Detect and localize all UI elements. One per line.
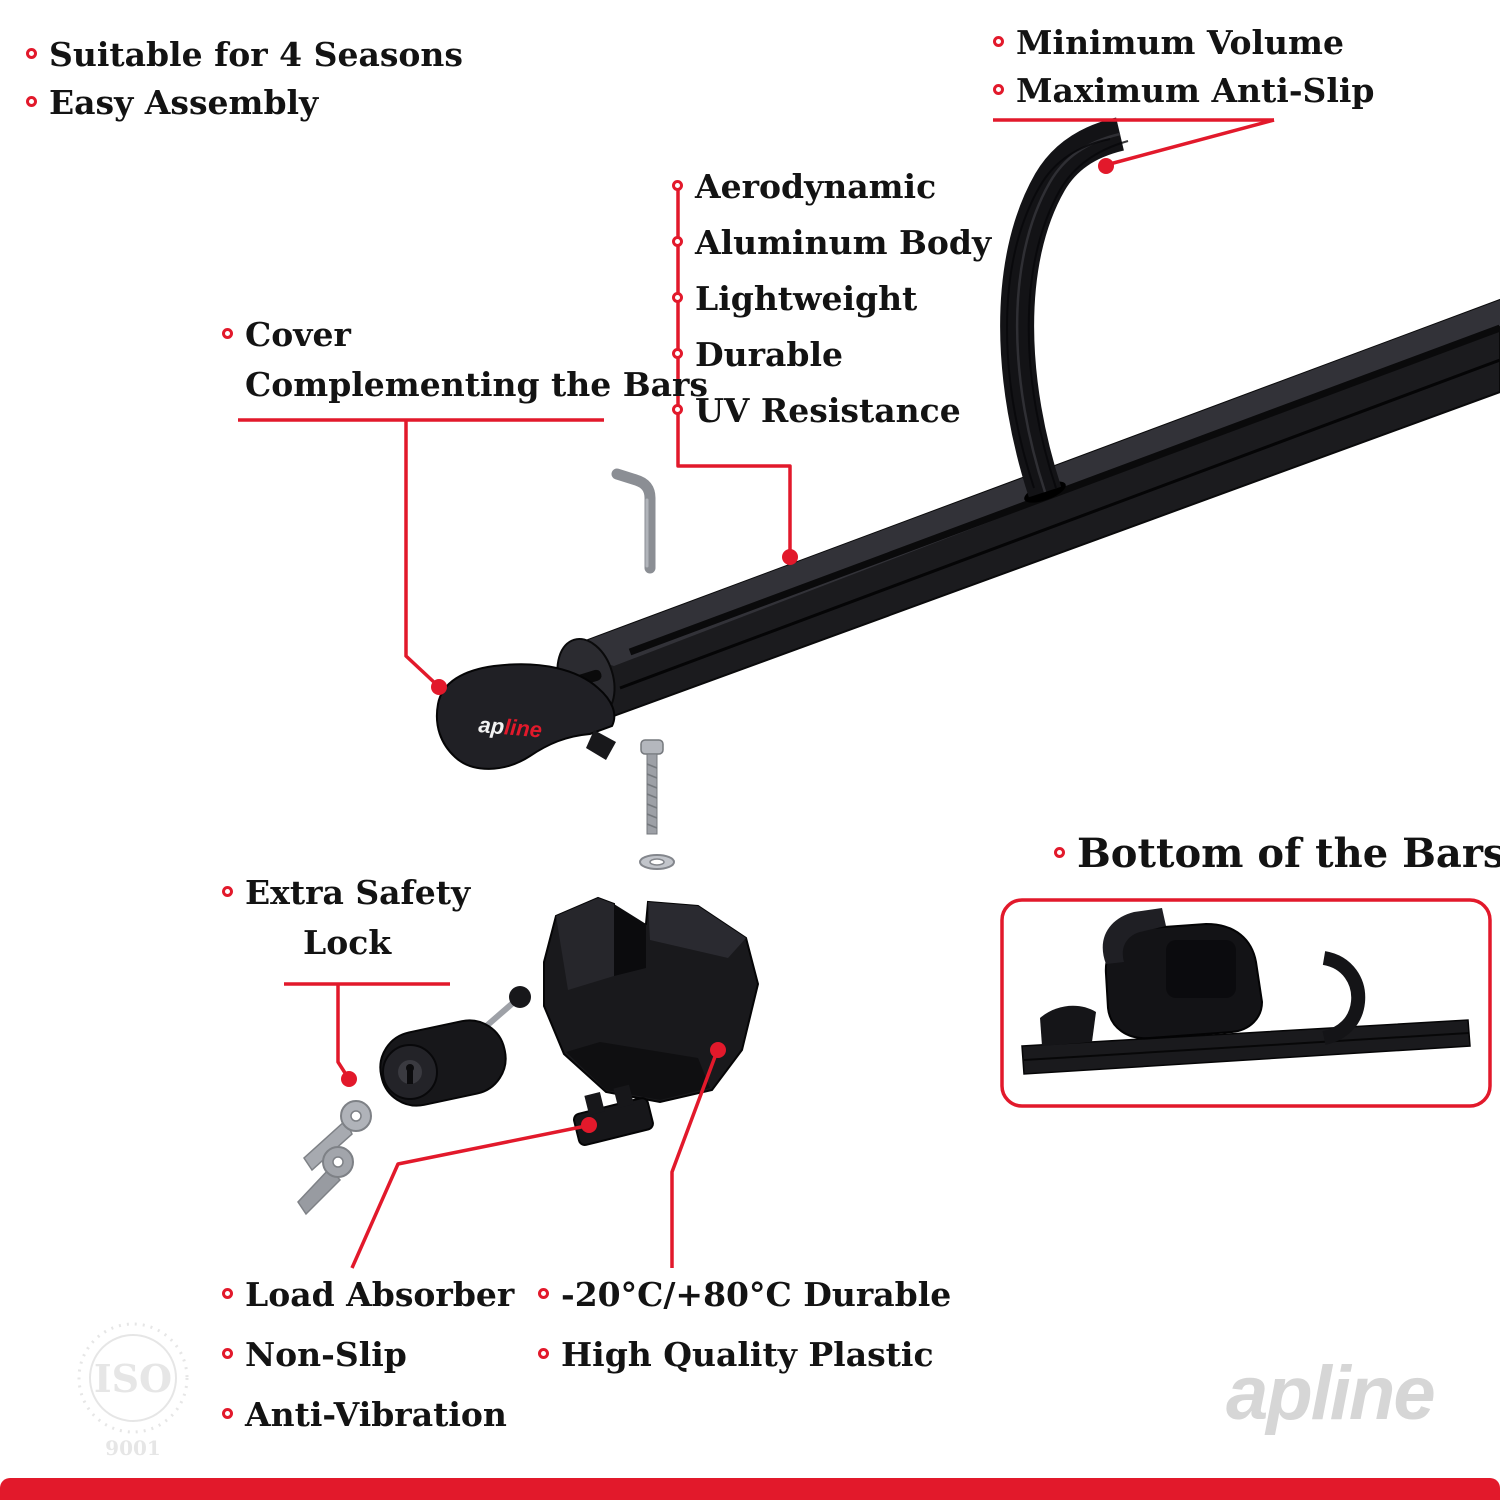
dot-load-absorber	[581, 1117, 597, 1133]
safety-lock	[379, 986, 531, 1107]
iso-badge-text: ISO	[94, 1356, 172, 1401]
bottom-view-frame	[1000, 898, 1492, 1108]
bottom-view-art	[1021, 908, 1471, 1075]
iso-badge-number: 9001	[105, 1436, 161, 1460]
dot-bar	[782, 549, 798, 565]
cover-cap: apline	[436, 663, 616, 770]
brand-logo-on-cover: apline	[478, 712, 544, 742]
callout-lines	[238, 118, 1275, 1269]
foot-clamp	[543, 896, 760, 1104]
mounting-bolt	[640, 739, 664, 835]
dot-anti-slip	[1098, 158, 1114, 174]
dot-foot	[710, 1042, 726, 1058]
lock-keys	[297, 1100, 372, 1216]
load-absorber-pad	[572, 1084, 654, 1147]
brand-watermark: apline	[1226, 1351, 1436, 1436]
rubber-strip	[1000, 117, 1129, 503]
bottom-accent-band	[0, 1478, 1500, 1500]
allen-key	[611, 468, 656, 574]
washer	[639, 854, 675, 870]
dot-lock	[341, 1071, 357, 1087]
iso-badge: ISO 9001	[77, 1322, 189, 1460]
callout-dots	[341, 158, 1114, 1133]
dot-cover	[431, 679, 447, 695]
